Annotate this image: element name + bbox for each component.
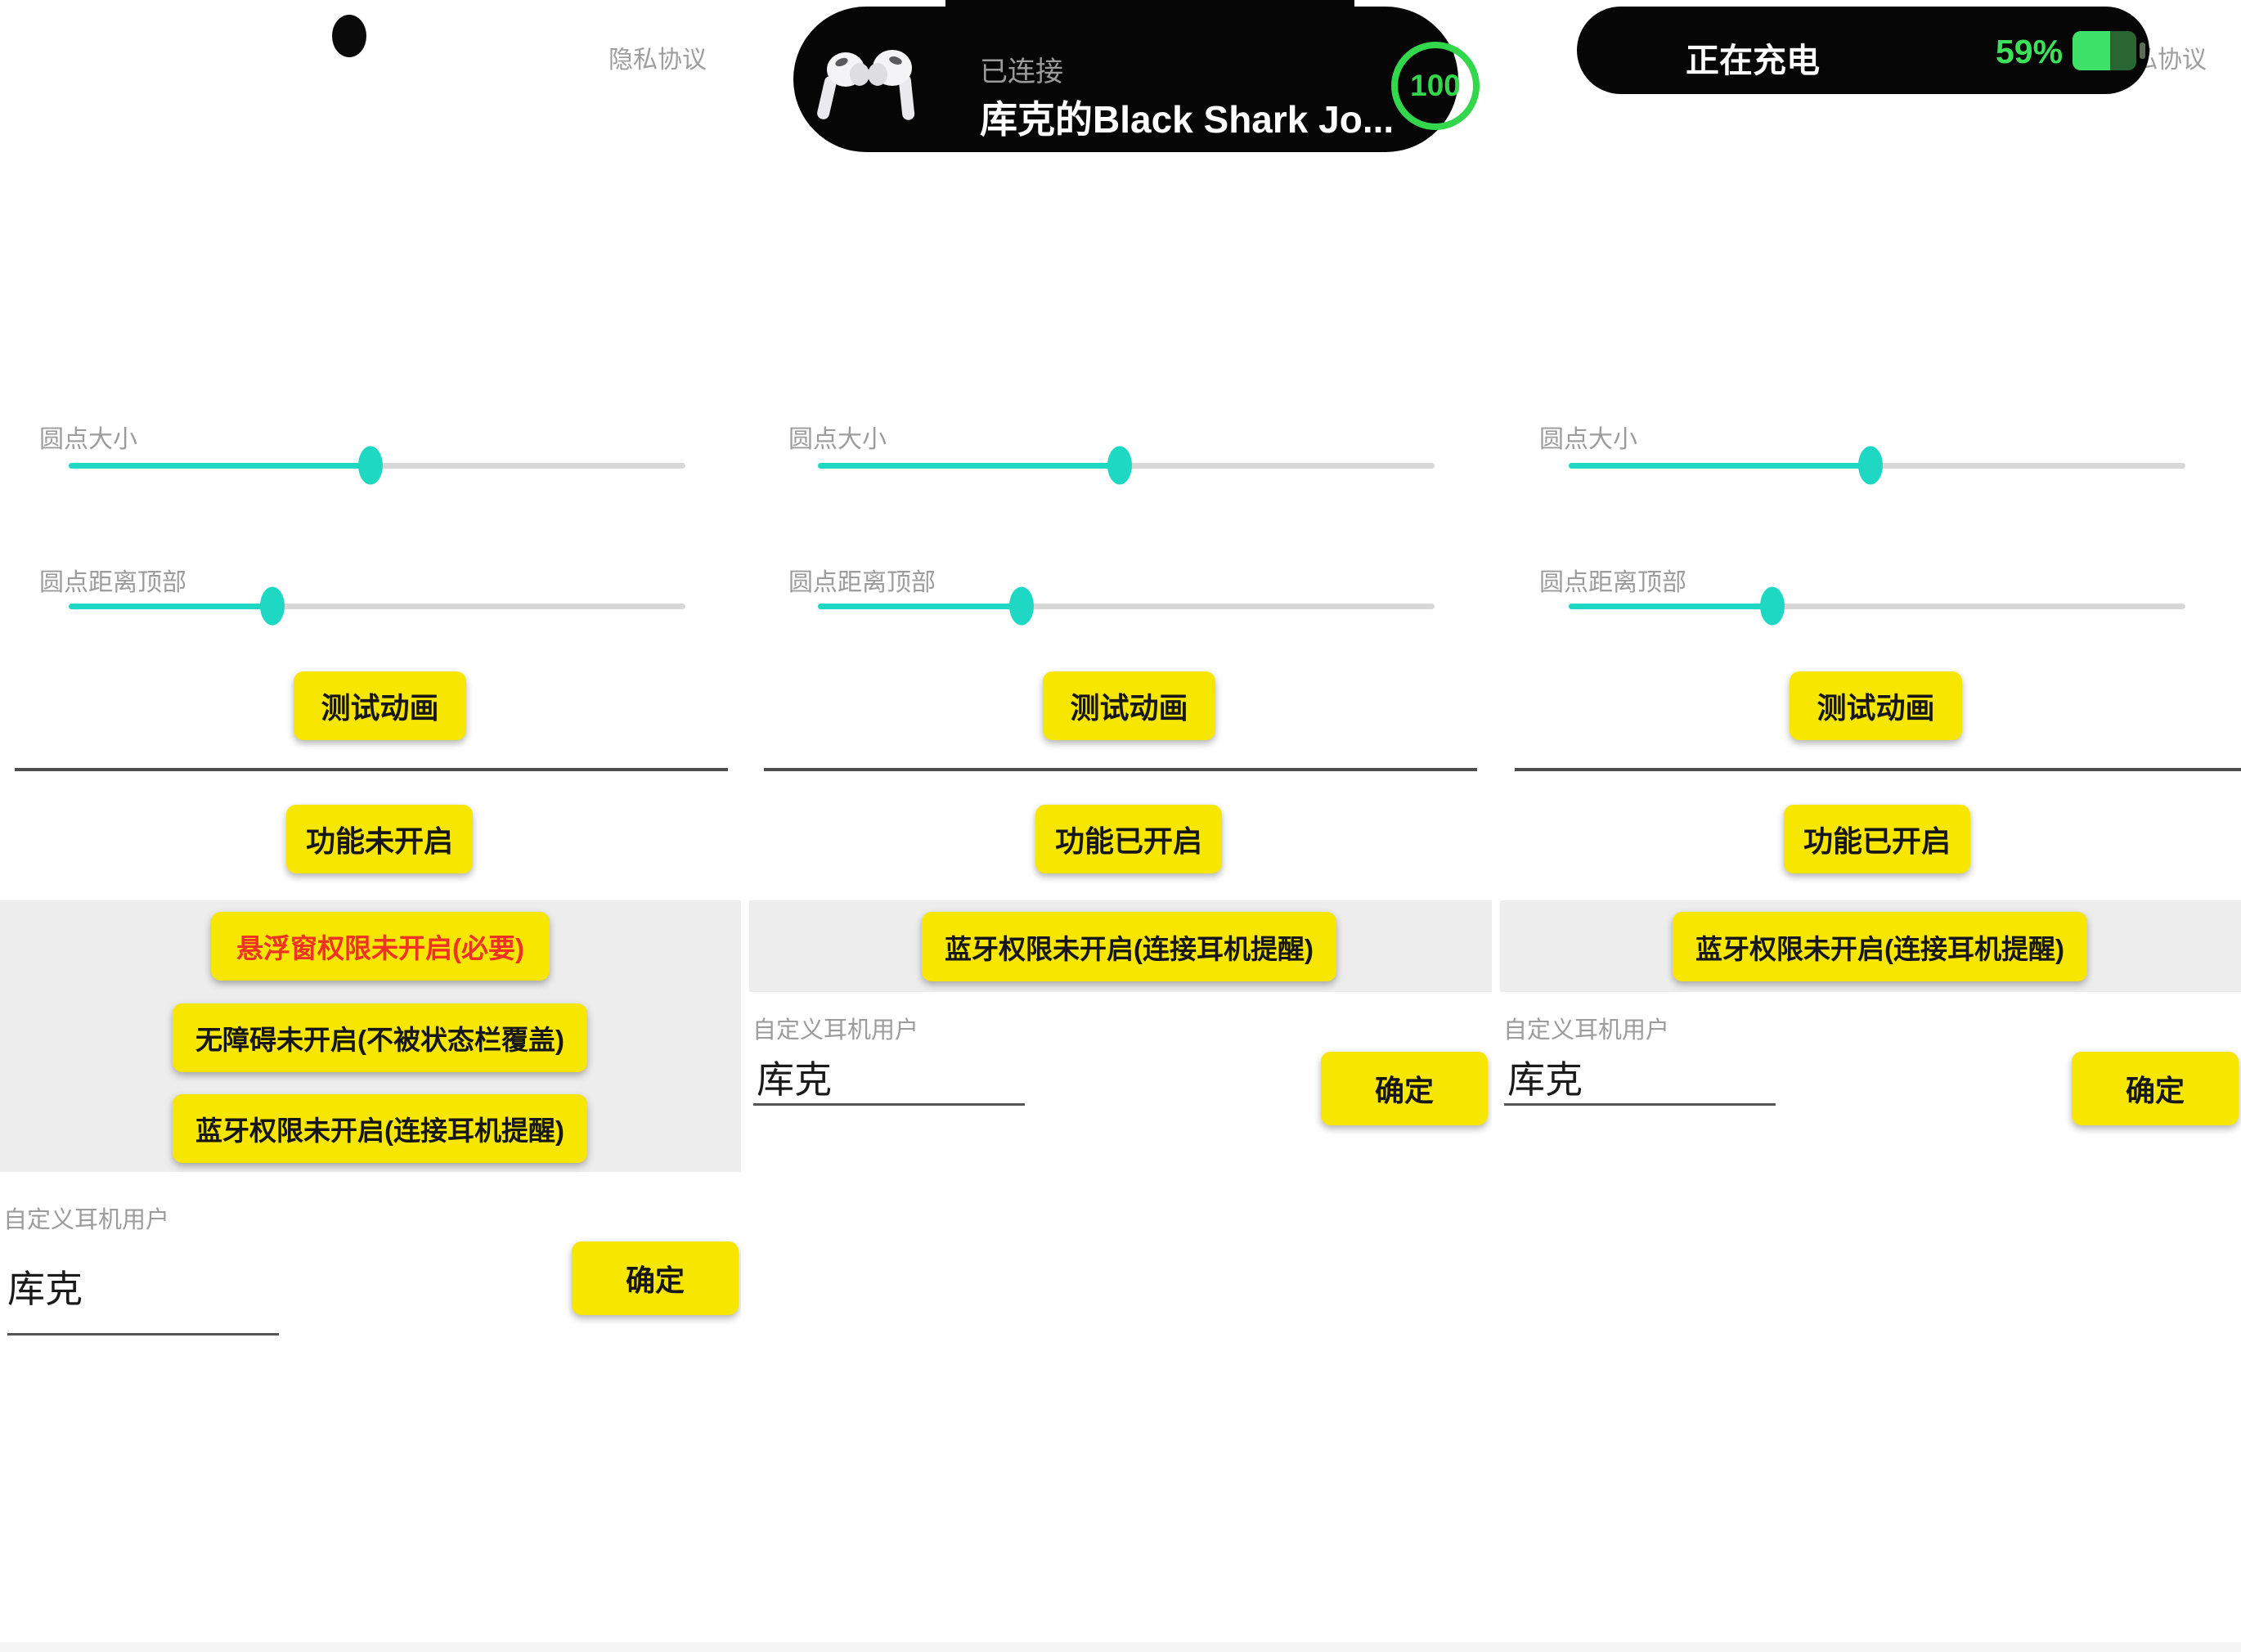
slider-track[interactable] bbox=[1569, 604, 2185, 609]
dot-top-distance-slider[interactable] bbox=[818, 586, 1435, 626]
charging-status-text: 正在充电 bbox=[1686, 42, 1820, 79]
dot-size-label: 圆点大小 bbox=[39, 426, 137, 453]
slider-fill bbox=[1569, 604, 1772, 609]
dot-size-label: 圆点大小 bbox=[1539, 426, 1637, 453]
slider-thumb[interactable] bbox=[1759, 586, 1785, 626]
slider-fill bbox=[818, 463, 1120, 469]
custom-user-label: 自定义耳机用户 bbox=[1503, 1017, 1670, 1044]
floating-dot-preview bbox=[332, 15, 366, 57]
screenshot-panel-charging: 隐私协议 正在充电 59% 圆点大小 圆点距离顶部 测试动画 功能已开启 蓝牙权… bbox=[1500, 0, 2241, 1652]
slider-thumb[interactable] bbox=[1107, 446, 1133, 485]
divider bbox=[15, 768, 728, 771]
test-animation-button[interactable]: 测试动画 bbox=[1790, 671, 1962, 740]
custom-user-label: 自定义耳机用户 bbox=[3, 1207, 170, 1233]
dot-top-distance-slider[interactable] bbox=[1569, 586, 2185, 626]
custom-user-input[interactable]: 库克 bbox=[1507, 1058, 1583, 1101]
confirm-button[interactable]: 确定 bbox=[1321, 1052, 1488, 1125]
battery-fill bbox=[2073, 31, 2111, 70]
slider-thumb[interactable] bbox=[1858, 446, 1884, 485]
battery-icon bbox=[2073, 31, 2136, 70]
custom-user-label: 自定义耳机用户 bbox=[752, 1017, 919, 1044]
screenshot-panel-permissions-missing: 隐私协议 圆点大小 圆点距离顶部 测试动画 功能未开启 悬浮窗权限未开启(必要)… bbox=[0, 0, 741, 1652]
test-animation-button[interactable]: 测试动画 bbox=[294, 671, 466, 740]
overlay-permission-button[interactable]: 悬浮窗权限未开启(必要) bbox=[211, 912, 550, 981]
privacy-policy-link[interactable]: 隐私协议 bbox=[609, 47, 707, 74]
input-underline bbox=[1504, 1103, 1776, 1106]
dot-size-label: 圆点大小 bbox=[788, 426, 887, 453]
confirm-button[interactable]: 确定 bbox=[572, 1241, 739, 1315]
feature-status-button[interactable]: 功能已开启 bbox=[1784, 805, 1970, 873]
earbuds-status-text: 已连接 bbox=[980, 56, 1063, 88]
bluetooth-permission-button[interactable]: 蓝牙权限未开启(连接耳机提醒) bbox=[922, 912, 1336, 981]
battery-percent-text: 59% bbox=[1996, 33, 2064, 70]
accessibility-permission-button[interactable]: 无障碍未开启(不被状态栏覆盖) bbox=[173, 1003, 587, 1072]
bluetooth-permission-button[interactable]: 蓝牙权限未开启(连接耳机提醒) bbox=[1673, 912, 2087, 981]
custom-user-input[interactable]: 库克 bbox=[757, 1058, 832, 1101]
input-underline bbox=[7, 1333, 279, 1336]
slider-thumb[interactable] bbox=[358, 446, 384, 485]
slider-thumb[interactable] bbox=[1008, 586, 1034, 626]
feature-status-button[interactable]: 功能未开启 bbox=[286, 805, 473, 873]
slider-track[interactable] bbox=[69, 604, 685, 609]
bottom-edge-strip bbox=[0, 1642, 2241, 1652]
airpods-icon bbox=[817, 50, 915, 120]
earbuds-battery-ring: 100 bbox=[1391, 42, 1480, 130]
dot-size-slider[interactable] bbox=[818, 446, 1435, 485]
dot-size-slider[interactable] bbox=[69, 446, 685, 485]
test-animation-button[interactable]: 测试动画 bbox=[1043, 671, 1215, 740]
dynamic-island-earbuds[interactable]: 已连接 库克的Black Shark Jo... 100 bbox=[793, 7, 1480, 152]
dot-top-distance-label: 圆点距离顶部 bbox=[788, 569, 936, 596]
dot-top-distance-slider[interactable] bbox=[69, 586, 685, 626]
dot-top-distance-label: 圆点距离顶部 bbox=[1539, 569, 1686, 596]
confirm-button[interactable]: 确定 bbox=[2072, 1052, 2239, 1125]
battery-nub bbox=[2140, 43, 2145, 59]
slider-fill bbox=[1569, 463, 1871, 469]
earbuds-device-name: 库克的Black Shark Jo... bbox=[980, 98, 1394, 141]
slider-thumb[interactable] bbox=[259, 586, 285, 626]
divider bbox=[764, 768, 1477, 771]
feature-status-button[interactable]: 功能已开启 bbox=[1035, 805, 1222, 873]
slider-fill bbox=[818, 604, 1022, 609]
screenshot-panel-earbuds-connected: 隐私协议 已连接 库克的Black Shark Jo... 100 圆点大小 bbox=[749, 0, 1492, 1652]
slider-track[interactable] bbox=[818, 604, 1435, 609]
slider-fill bbox=[69, 463, 371, 469]
slider-fill bbox=[69, 604, 272, 609]
input-underline bbox=[753, 1103, 1025, 1106]
dot-top-distance-label: 圆点距离顶部 bbox=[39, 569, 186, 596]
dynamic-island-charging[interactable]: 正在充电 59% bbox=[1577, 7, 2149, 94]
divider bbox=[1515, 768, 2241, 771]
bluetooth-permission-button[interactable]: 蓝牙权限未开启(连接耳机提醒) bbox=[173, 1094, 587, 1163]
custom-user-input[interactable]: 库克 bbox=[7, 1268, 83, 1310]
dot-size-slider[interactable] bbox=[1569, 446, 2185, 485]
